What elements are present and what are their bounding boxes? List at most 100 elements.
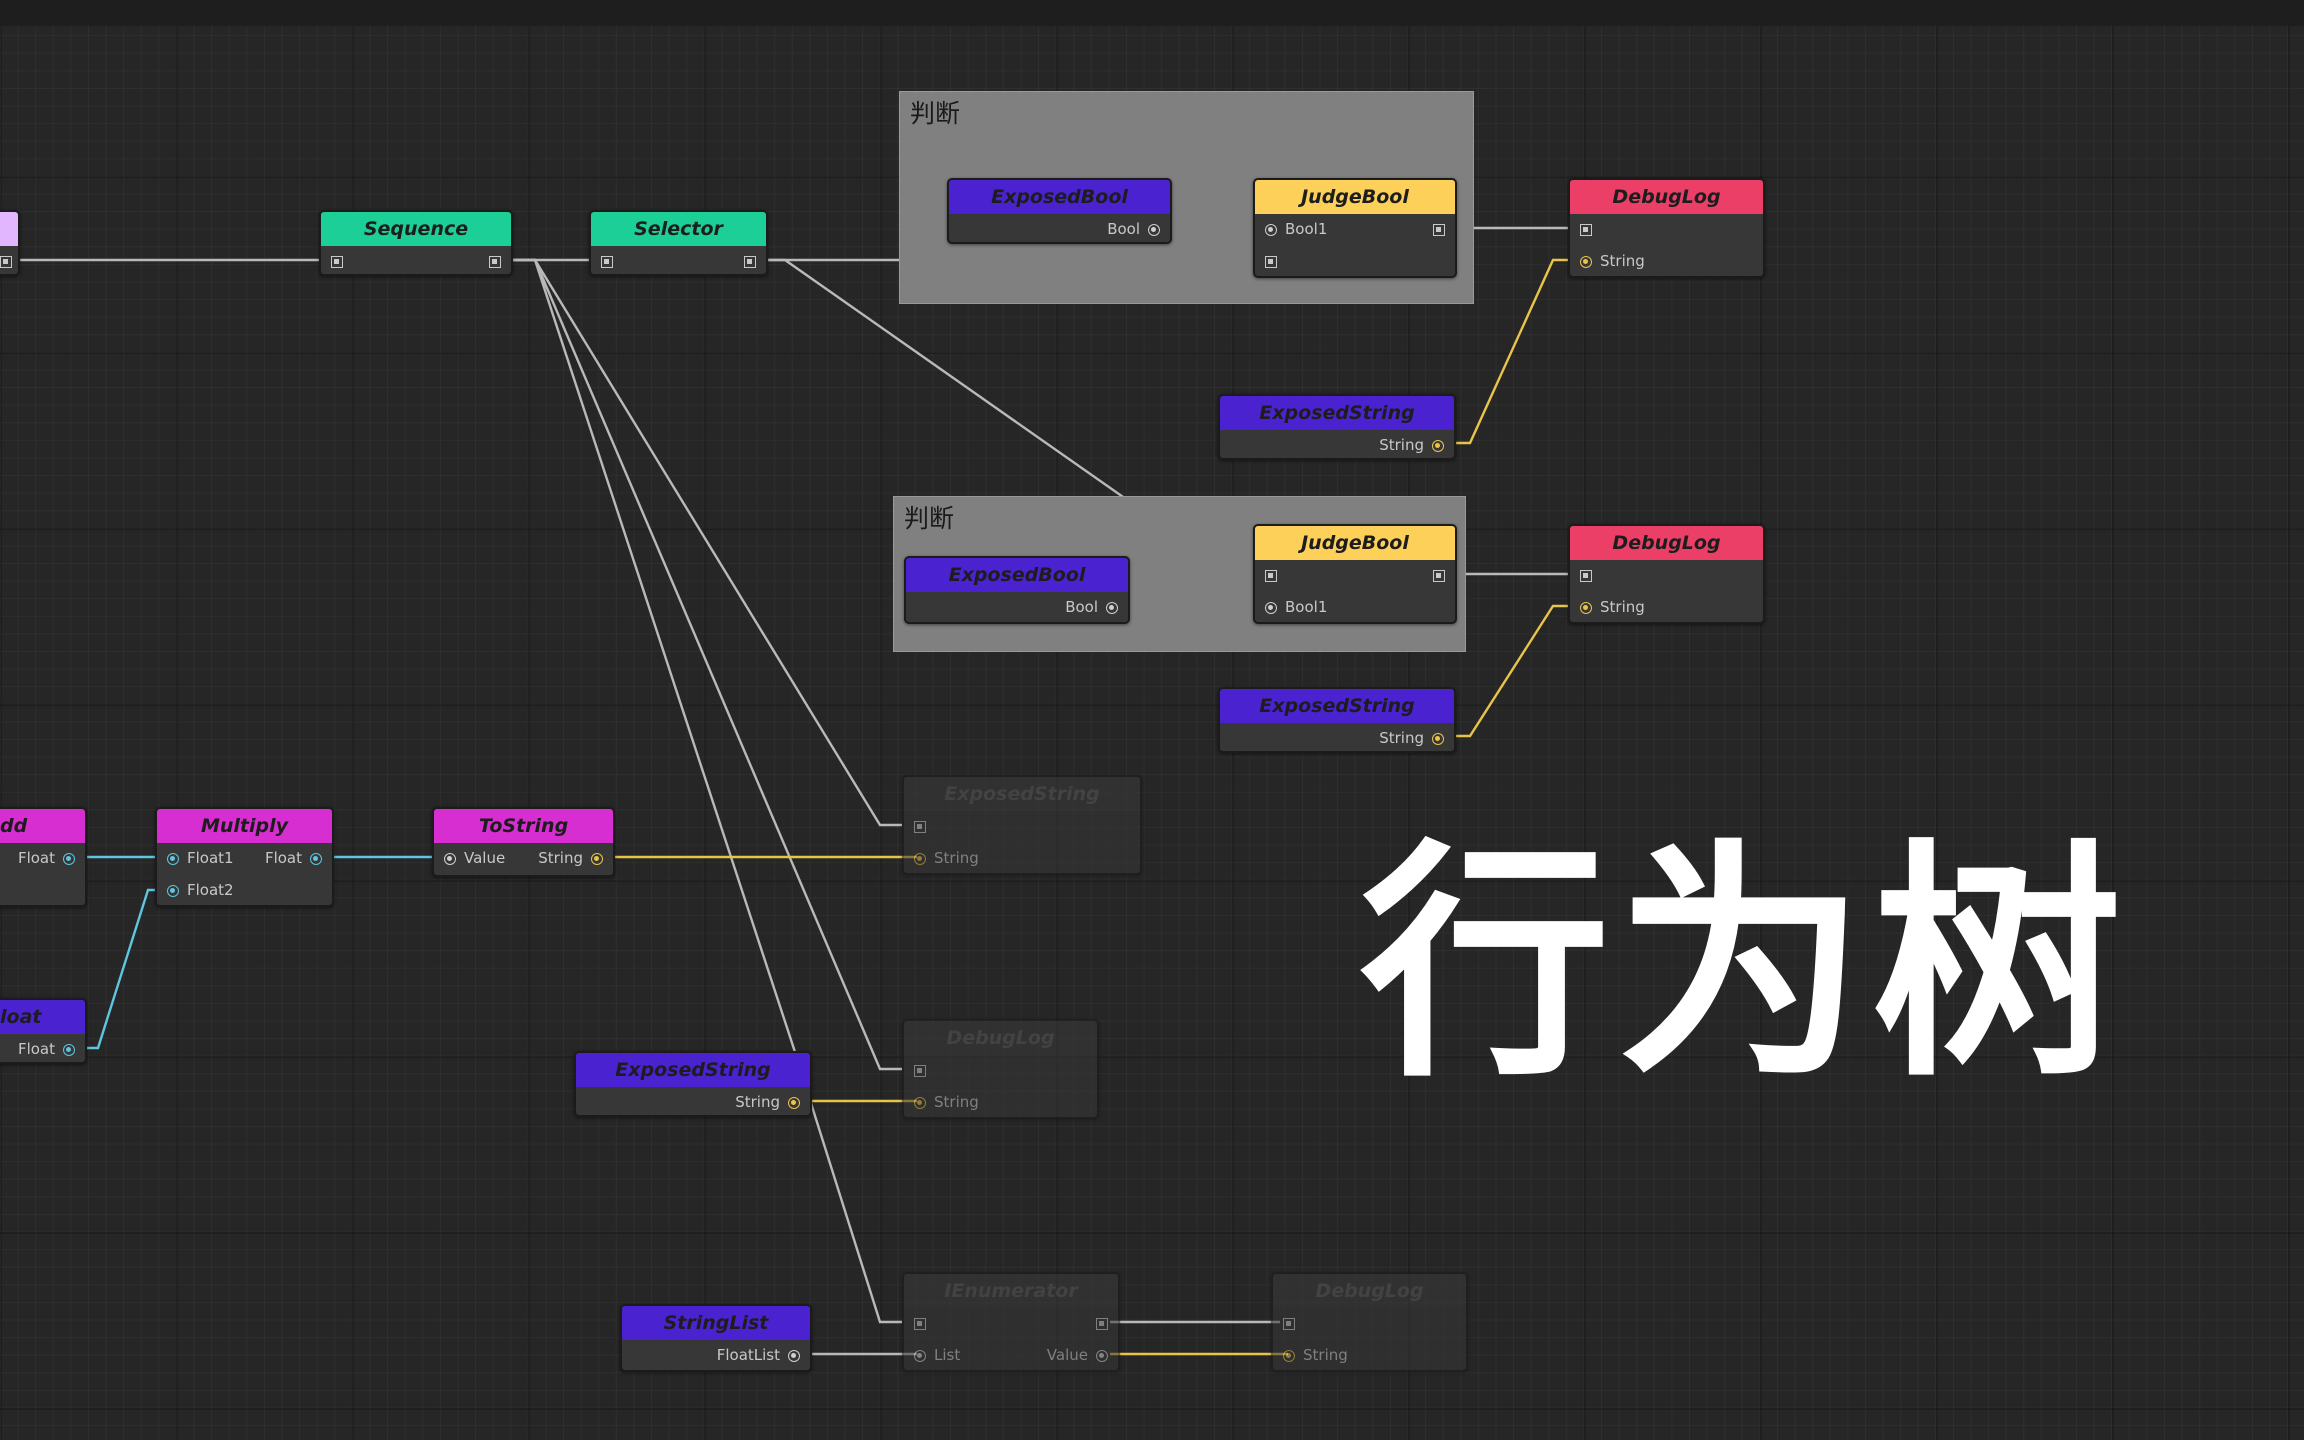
port-label: Bool	[1107, 220, 1140, 238]
node-exposed-string-3[interactable]: ExposedString String	[574, 1051, 812, 1117]
wire-float-multiply	[75, 888, 172, 1050]
node-header: IEnumerator	[904, 1274, 1118, 1308]
string-in-pin[interactable]	[914, 1097, 926, 1109]
node-debug-log-1[interactable]: DebugLog String	[1568, 178, 1765, 278]
flow-out-pin[interactable]	[1433, 224, 1445, 236]
node-header: StringList	[622, 1306, 810, 1340]
wire-exposedstring3-ienumerator	[808, 1099, 902, 1324]
port-label: Float1	[187, 849, 234, 867]
flow-in-pin[interactable]	[914, 1318, 926, 1330]
list-out-pin[interactable]	[788, 1350, 800, 1362]
node-header: ExposedString	[1220, 396, 1454, 430]
float1-in-pin[interactable]	[167, 853, 179, 865]
graph-toolbar-strip	[0, 0, 2304, 26]
flow-in-pin[interactable]	[914, 1065, 926, 1077]
port-label: Value	[1046, 1346, 1088, 1364]
flow-out-pin[interactable]	[1096, 1318, 1108, 1330]
flow-out-pin[interactable]	[744, 256, 756, 268]
port-label: String	[934, 849, 979, 867]
node-debug-log-disabled-2[interactable]: DebugLog String	[1271, 1272, 1468, 1372]
string-out-pin[interactable]	[788, 1097, 800, 1109]
flow-in-pin[interactable]	[1580, 224, 1592, 236]
wire-sequence-ienumerator	[508, 258, 797, 1053]
port-label: Value	[464, 849, 506, 867]
node-header	[0, 212, 18, 246]
node-header: DebugLog	[1273, 1274, 1466, 1308]
port-label: String	[1379, 436, 1424, 454]
port-label: Bool1	[1285, 598, 1328, 616]
flow-out-pin[interactable]	[1433, 570, 1445, 582]
node-debug-log-disabled-1[interactable]: DebugLog String	[902, 1019, 1099, 1119]
node-header: ExposedString	[1220, 689, 1454, 723]
wire-sequence-debuglog-disabled	[508, 258, 902, 1071]
node-header: DebugLog	[1570, 180, 1763, 214]
node-header: DebugLog	[904, 1021, 1097, 1055]
float2-in-pin[interactable]	[167, 885, 179, 897]
node-header: loat	[0, 1000, 85, 1034]
group-title: 判断	[904, 504, 955, 533]
string-in-pin[interactable]	[1283, 1350, 1295, 1362]
node-exposed-bool-2[interactable]: ExposedBool Bool	[904, 556, 1130, 624]
node-multiply[interactable]: Multiply Float1 Float Float2	[155, 807, 334, 907]
list-in-pin[interactable]	[914, 1350, 926, 1362]
node-add[interactable]: dd Float	[0, 807, 87, 907]
flow-in-pin[interactable]	[601, 256, 613, 268]
float-out-pin[interactable]	[310, 853, 322, 865]
bool-in-pin[interactable]	[1265, 602, 1277, 614]
wire-exposedstring1-debuglog1	[1446, 258, 1577, 445]
port-label: Bool1	[1285, 220, 1328, 238]
port-label: Float	[17, 849, 55, 867]
port-label: String	[1600, 252, 1645, 270]
node-judge-bool-1[interactable]: JudgeBool Bool1	[1253, 178, 1457, 278]
node-header: ToString	[434, 809, 613, 843]
string-out-pin[interactable]	[1432, 440, 1444, 452]
flow-in-pin[interactable]	[1283, 1318, 1295, 1330]
overlay-title: 行为树	[1360, 819, 2128, 1110]
port-label: Float	[264, 849, 302, 867]
flow-in-pin[interactable]	[1265, 256, 1277, 268]
node-header: ExposedBool	[949, 180, 1170, 214]
value-in-pin[interactable]	[444, 853, 456, 865]
string-in-pin[interactable]	[1580, 256, 1592, 268]
node-header: Multiply	[157, 809, 332, 843]
port-label: Float	[17, 1040, 55, 1058]
port-label: Float2	[187, 881, 234, 899]
node-header: ExposedString	[904, 777, 1140, 811]
float-out-pin[interactable]	[63, 1044, 75, 1056]
node-exposed-bool-1[interactable]: ExposedBool Bool	[947, 178, 1172, 244]
node-selector[interactable]: Selector	[589, 210, 768, 276]
flow-out-pin[interactable]	[489, 256, 501, 268]
bool-out-pin[interactable]	[1106, 602, 1118, 614]
port-label: String	[1600, 598, 1645, 616]
bool-in-pin[interactable]	[1265, 224, 1277, 236]
node-header: DebugLog	[1570, 526, 1763, 560]
node-judge-bool-2[interactable]: JudgeBool Bool1	[1253, 524, 1457, 624]
node-float[interactable]: loat Float	[0, 998, 87, 1064]
wire-sequence-exposedstring-disabled	[508, 258, 902, 827]
flow-in-pin[interactable]	[914, 821, 926, 833]
string-in-pin[interactable]	[1580, 602, 1592, 614]
flow-in-pin[interactable]	[1265, 570, 1277, 582]
bool-out-pin[interactable]	[1148, 224, 1160, 236]
node-debug-log-2[interactable]: DebugLog String	[1568, 524, 1765, 624]
node-exposed-string-1[interactable]: ExposedString String	[1218, 394, 1456, 460]
node-exposed-string-2[interactable]: ExposedString String	[1218, 687, 1456, 753]
node-sequence[interactable]: Sequence	[319, 210, 513, 276]
port-label: String	[735, 1093, 780, 1111]
flow-in-pin[interactable]	[1580, 570, 1592, 582]
string-in-pin[interactable]	[914, 853, 926, 865]
string-out-pin[interactable]	[591, 853, 603, 865]
flow-in-pin[interactable]	[331, 256, 343, 268]
node-header: Selector	[591, 212, 766, 246]
port-label: FloatList	[716, 1346, 780, 1364]
port-label: String	[538, 849, 583, 867]
node-ienumerator[interactable]: IEnumerator List Value	[902, 1272, 1120, 1372]
string-out-pin[interactable]	[1432, 733, 1444, 745]
value-out-pin[interactable]	[1096, 1350, 1108, 1362]
node-entry[interactable]	[0, 210, 20, 276]
node-to-string[interactable]: ToString Value String	[432, 807, 615, 877]
flow-out-pin[interactable]	[0, 256, 12, 268]
float-out-pin[interactable]	[63, 853, 75, 865]
node-exposed-string-disabled[interactable]: ExposedString String	[902, 775, 1142, 875]
node-string-list[interactable]: StringList FloatList	[620, 1304, 812, 1372]
